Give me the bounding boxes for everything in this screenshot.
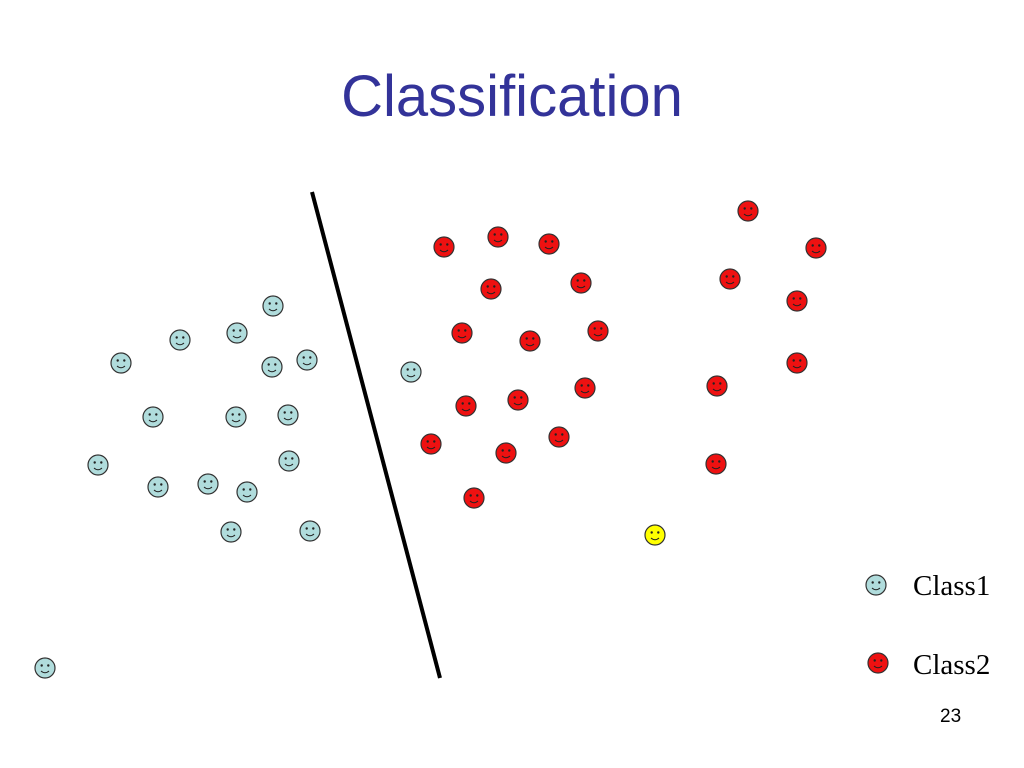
class1-point bbox=[87, 454, 109, 476]
slide-title: Classification bbox=[341, 64, 683, 129]
class2-point bbox=[487, 226, 509, 248]
legend-class1-icon bbox=[865, 574, 887, 596]
class1-point bbox=[220, 521, 242, 543]
class2-point bbox=[737, 200, 759, 222]
class1-point bbox=[225, 406, 247, 428]
class1-point bbox=[299, 520, 321, 542]
class1-point bbox=[169, 329, 191, 351]
page-number: 23 bbox=[940, 706, 962, 727]
class2-point bbox=[574, 377, 596, 399]
class1-point bbox=[261, 356, 283, 378]
class2-point bbox=[706, 375, 728, 397]
class2-point bbox=[480, 278, 502, 300]
class2-point bbox=[570, 272, 592, 294]
class1-point bbox=[400, 361, 422, 383]
class1-point bbox=[226, 322, 248, 344]
class2-point bbox=[538, 233, 560, 255]
legend-label-class2: Class2 bbox=[913, 649, 991, 681]
decision-boundary-line bbox=[310, 191, 442, 679]
class2-point bbox=[463, 487, 485, 509]
class1-point bbox=[277, 404, 299, 426]
class1-point bbox=[142, 406, 164, 428]
class2-point bbox=[420, 433, 442, 455]
class2-point bbox=[548, 426, 570, 448]
class2-point bbox=[786, 290, 808, 312]
legend-label-class1: Class1 bbox=[913, 570, 991, 602]
class2-point bbox=[451, 322, 473, 344]
class1-point bbox=[197, 473, 219, 495]
unknown-point bbox=[644, 524, 666, 546]
class2-point bbox=[519, 330, 541, 352]
class2-point bbox=[705, 453, 727, 475]
class1-point bbox=[262, 295, 284, 317]
class2-point bbox=[433, 236, 455, 258]
class1-point bbox=[278, 450, 300, 472]
class1-point bbox=[147, 476, 169, 498]
data-points bbox=[34, 200, 827, 679]
legend-class2-icon bbox=[867, 652, 889, 674]
class1-point bbox=[236, 481, 258, 503]
legend bbox=[865, 574, 889, 674]
class2-point bbox=[805, 237, 827, 259]
class2-point bbox=[719, 268, 741, 290]
class1-point bbox=[34, 657, 56, 679]
class2-point bbox=[495, 442, 517, 464]
class2-point bbox=[587, 320, 609, 342]
class2-point bbox=[507, 389, 529, 411]
class2-point bbox=[786, 352, 808, 374]
class1-point bbox=[110, 352, 132, 374]
class1-point bbox=[296, 349, 318, 371]
class2-point bbox=[455, 395, 477, 417]
